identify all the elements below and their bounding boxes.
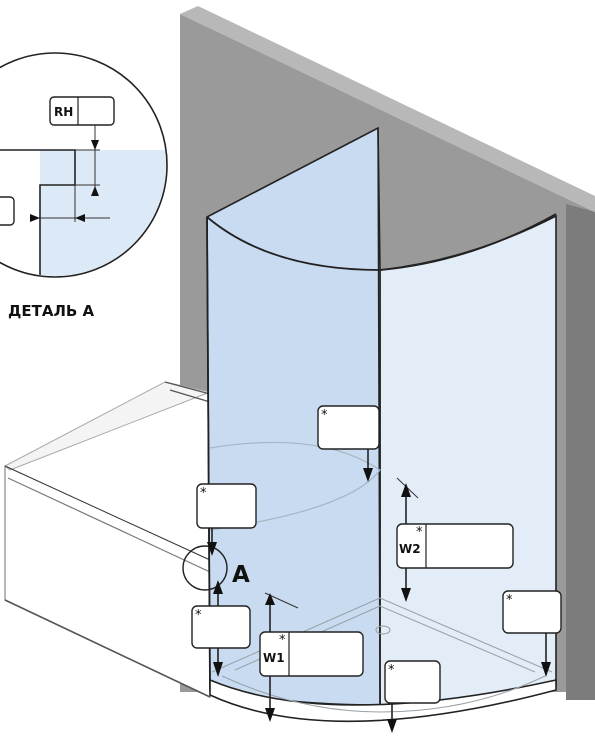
detail-a-magnifier: RH ДЕТАЛЬ А	[0, 52, 168, 320]
measurement-box-left-upper	[196, 483, 257, 529]
detail-left-label-box	[0, 196, 15, 226]
measurement-box-bottom	[384, 660, 441, 704]
measurement-box-upper	[317, 405, 380, 450]
asterisk: *	[200, 486, 207, 501]
w1-dimension-box	[259, 631, 364, 677]
asterisk: *	[195, 608, 202, 623]
asterisk: *	[279, 633, 286, 648]
rh-label: RH	[54, 105, 73, 119]
measurement-box-right	[502, 590, 562, 634]
asterisk: *	[388, 663, 395, 678]
asterisk: *	[506, 593, 513, 608]
measurement-labels: * * * * W1 * W2 *	[191, 405, 562, 733]
detail-a-letter: A	[232, 562, 250, 588]
w1-label: W1	[263, 651, 285, 665]
w2-label: W2	[399, 542, 421, 556]
bathtub-platform	[4, 381, 212, 698]
rh-label-box	[49, 96, 115, 126]
measurement-box-left-lower	[191, 605, 251, 649]
detail-a-title: ДЕТАЛЬ А	[8, 302, 95, 320]
detail-a-callout: A	[182, 545, 250, 591]
asterisk: *	[321, 408, 328, 423]
asterisk: *	[416, 525, 423, 540]
